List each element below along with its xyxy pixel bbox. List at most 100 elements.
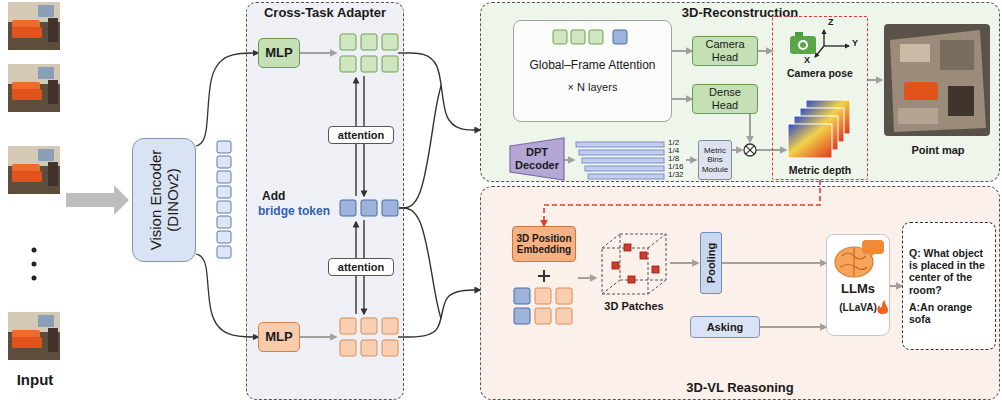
token <box>361 56 377 72</box>
figure-caption: 3D Patches <box>604 300 663 312</box>
patch-cube <box>620 234 666 280</box>
connector <box>404 53 480 130</box>
flow-arrow <box>300 336 336 338</box>
mlp-box: MLP <box>258 38 300 68</box>
token <box>571 30 585 44</box>
brain-icon <box>862 240 884 258</box>
multiply-symbol <box>744 144 756 156</box>
panel-ground <box>480 2 1000 182</box>
token <box>535 308 551 324</box>
attention-block: Global–Frame Attention× N layers <box>513 20 672 122</box>
token <box>217 201 231 213</box>
plus-symbol <box>543 270 545 282</box>
patch-cube <box>602 234 620 248</box>
patch-cube <box>648 280 666 294</box>
node-label: attention <box>338 261 384 274</box>
point-map <box>890 30 986 132</box>
decoder-box: DPT Decoder <box>510 138 564 180</box>
qa-box: Q: What object is placed in the center o… <box>902 222 996 350</box>
embedding-box: 3D Position Embedding <box>512 226 576 262</box>
node-label: Camera Head <box>695 38 755 63</box>
brain-icon <box>835 240 884 277</box>
depth-map <box>788 100 850 158</box>
token <box>589 30 603 44</box>
patch <box>640 252 647 259</box>
bins-box: Metric Bins Module <box>698 140 732 180</box>
head-box: Camera Head <box>692 36 758 67</box>
patch <box>628 276 635 283</box>
node-text: (LLaVA) <box>827 302 889 314</box>
flow-arrow <box>564 159 574 161</box>
input-frame <box>8 312 60 360</box>
node-label: MLP <box>265 46 292 61</box>
feature-map <box>576 142 664 147</box>
token <box>382 340 398 356</box>
connector <box>758 50 772 52</box>
feature-map <box>585 166 664 171</box>
camera-icon <box>790 30 849 57</box>
connector <box>722 262 826 264</box>
node-title: 3D-Reconstruction <box>481 6 999 21</box>
flow-arrow <box>732 149 742 151</box>
node-label: MLP <box>265 330 292 345</box>
node-text: × N layers <box>514 81 671 94</box>
token <box>217 156 231 168</box>
flow-arrow <box>868 79 882 81</box>
node-title: Camera pose <box>773 67 867 79</box>
point-map <box>898 108 938 124</box>
token <box>217 141 231 153</box>
input-frame <box>8 146 60 194</box>
panel-ground <box>246 2 404 400</box>
token <box>361 340 377 356</box>
connectors <box>196 51 902 337</box>
node-title: 3D-VL Reasoning <box>481 381 999 396</box>
multiply-symbol <box>744 144 756 156</box>
point-map <box>904 82 938 100</box>
llm-box: LLMs (LLaVA) <box>826 234 890 336</box>
point-map <box>900 44 930 62</box>
input-frame <box>32 248 37 253</box>
multiply-symbol <box>746 146 754 154</box>
camera-icon <box>815 46 824 57</box>
token <box>556 288 572 304</box>
multiply-symbol <box>746 146 754 154</box>
node-text: A:An orange sofa <box>909 301 989 325</box>
token <box>340 34 398 72</box>
token <box>514 288 572 324</box>
input-frame <box>32 262 37 267</box>
token <box>553 30 567 44</box>
annotation: Add <box>262 190 285 203</box>
panel-ground <box>513 20 672 122</box>
token <box>340 340 356 356</box>
patch <box>624 244 631 251</box>
flow-arrow <box>756 149 786 151</box>
node-text: Metric depth <box>773 164 867 176</box>
camera-icon <box>798 40 808 50</box>
flow-arrow <box>578 277 596 279</box>
node-title: LLMs <box>827 282 889 297</box>
token <box>382 318 398 334</box>
connector <box>196 254 258 337</box>
annotation: bridge token <box>258 205 330 218</box>
axis-label: X <box>804 56 810 66</box>
input-frame <box>8 2 60 360</box>
axis-label: Z <box>828 18 834 28</box>
token <box>535 288 551 304</box>
reasoning-panel: 3D-VL Reasoning3D Position EmbeddingPool… <box>480 186 1000 400</box>
patch <box>652 266 659 273</box>
bridge-token <box>340 200 356 216</box>
attention-tag: attention <box>328 258 394 276</box>
asking-box: Asking <box>690 316 760 338</box>
flame-icon <box>877 300 888 314</box>
token <box>340 34 356 50</box>
token <box>382 34 398 50</box>
node-label: Metric Bins Module <box>701 146 729 174</box>
axis-label: Y <box>852 39 858 49</box>
token <box>217 216 231 228</box>
patch-cube <box>602 280 620 294</box>
depth-map <box>788 124 832 158</box>
feature-map <box>579 150 664 155</box>
point-map <box>940 40 974 70</box>
flame-icon <box>877 300 888 314</box>
